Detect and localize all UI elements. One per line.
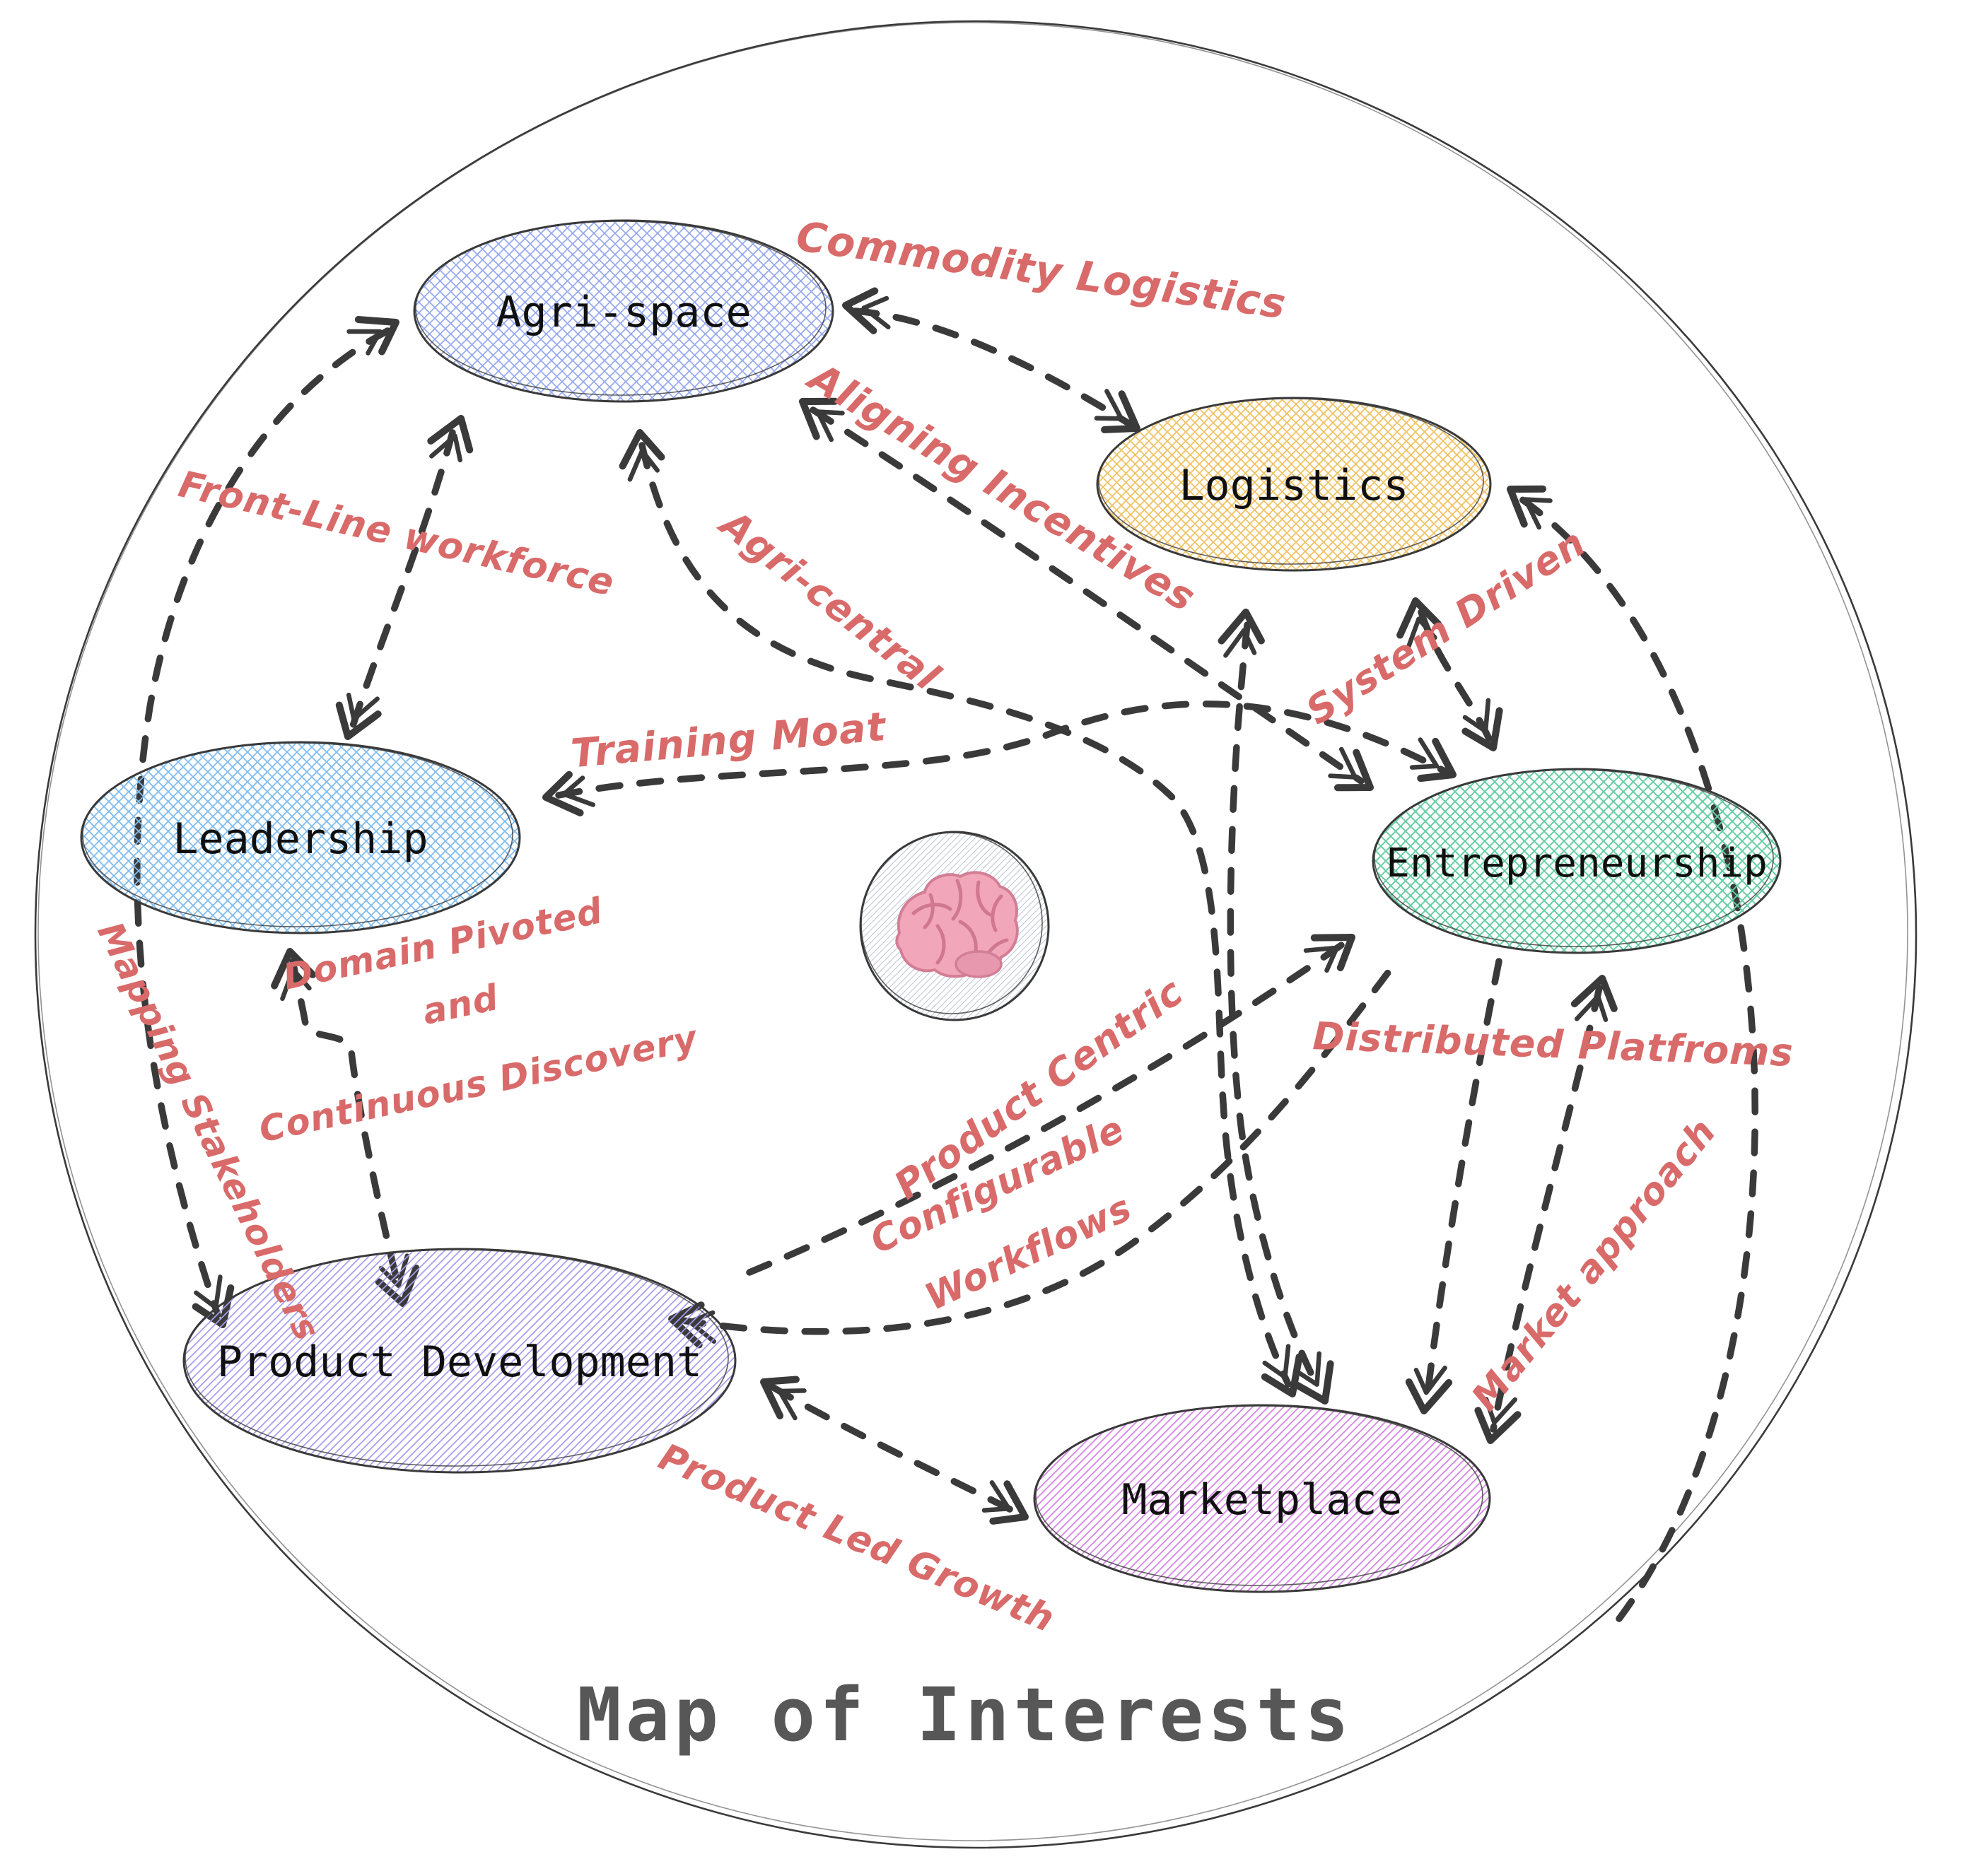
arrowhead	[1292, 1351, 1334, 1405]
arrowhead	[1303, 934, 1355, 973]
node-label-logistics: Logistics	[1179, 461, 1408, 510]
node-label-entrepreneurship: Entrepreneurship	[1386, 840, 1767, 886]
arrowhead	[542, 770, 596, 816]
arrowhead	[1507, 485, 1553, 530]
arrowhead	[1396, 597, 1442, 651]
node-label-agri-space: Agri-space	[496, 288, 751, 337]
edge-marketplace-logistics-outer[interactable]	[1498, 474, 1758, 1622]
arrowhead	[1094, 389, 1140, 433]
arrowhead	[1409, 737, 1457, 782]
edge-label-training-moat[interactable]: Training Moat	[569, 704, 889, 778]
edge-training-moat[interactable]	[542, 700, 1463, 819]
arrowhead	[799, 397, 845, 442]
arrowhead	[335, 692, 382, 740]
edge-label-product-led-growth[interactable]: Product Led Growth	[653, 1436, 1061, 1641]
arrowhead	[1461, 698, 1503, 751]
svg-text:and: and	[419, 977, 503, 1033]
edge-label-distributed-platfroms[interactable]: Distributed Platfroms	[1312, 1014, 1794, 1075]
edge-product-led-growth[interactable]	[753, 1366, 1035, 1533]
edge-system-driven[interactable]	[1394, 597, 1512, 756]
arrowhead	[619, 429, 665, 482]
arrowhead	[1218, 609, 1265, 658]
node-leadership[interactable]: Leadership	[80, 741, 521, 934]
edge-logistics-marketplace[interactable]	[1218, 609, 1343, 1409]
edge-product-centric[interactable]	[746, 920, 1362, 1276]
arrowhead	[1570, 975, 1618, 1022]
arrowhead	[842, 287, 891, 334]
node-agri-space[interactable]: Agri-space	[413, 219, 834, 403]
node-label-marketplace: Marketplace	[1121, 1475, 1402, 1525]
page-title[interactable]: Map of Interests	[577, 1672, 1353, 1758]
arrowhead	[760, 1376, 807, 1421]
node-logistics[interactable]: Logistics	[1096, 397, 1492, 572]
brain-icon[interactable]	[859, 831, 1050, 1021]
node-label-leadership: Leadership	[173, 814, 428, 864]
edge-front-line-workforce[interactable]	[330, 411, 478, 744]
edge-commodity-logistics[interactable]	[842, 287, 1148, 444]
arrowhead	[427, 415, 474, 463]
arrowhead	[1405, 1365, 1453, 1414]
arrowhead	[981, 1480, 1029, 1525]
edge-label-market-approach[interactable]: Market approach	[1464, 1110, 1724, 1419]
node-entrepreneurship[interactable]: Entrepreneurship	[1372, 768, 1782, 954]
edge-distributed-platfroms[interactable]	[1405, 958, 1502, 1414]
edge-market-approach[interactable]	[1473, 973, 1621, 1445]
arrowhead	[346, 316, 399, 356]
node-marketplace[interactable]: Marketplace	[1033, 1404, 1491, 1593]
arrowhead	[1474, 1397, 1522, 1444]
edge-label-front-line-workforce[interactable]: Front-Line workforce	[175, 463, 618, 604]
node-product-development[interactable]: Product Development	[182, 1248, 737, 1474]
outer-boundary-circle[interactable]	[34, 20, 1918, 1849]
edge-aligning-incentives[interactable]	[790, 386, 1382, 802]
node-label-product-development: Product Development	[217, 1337, 702, 1387]
arrowhead	[271, 948, 317, 1002]
arrowhead	[1328, 746, 1374, 792]
